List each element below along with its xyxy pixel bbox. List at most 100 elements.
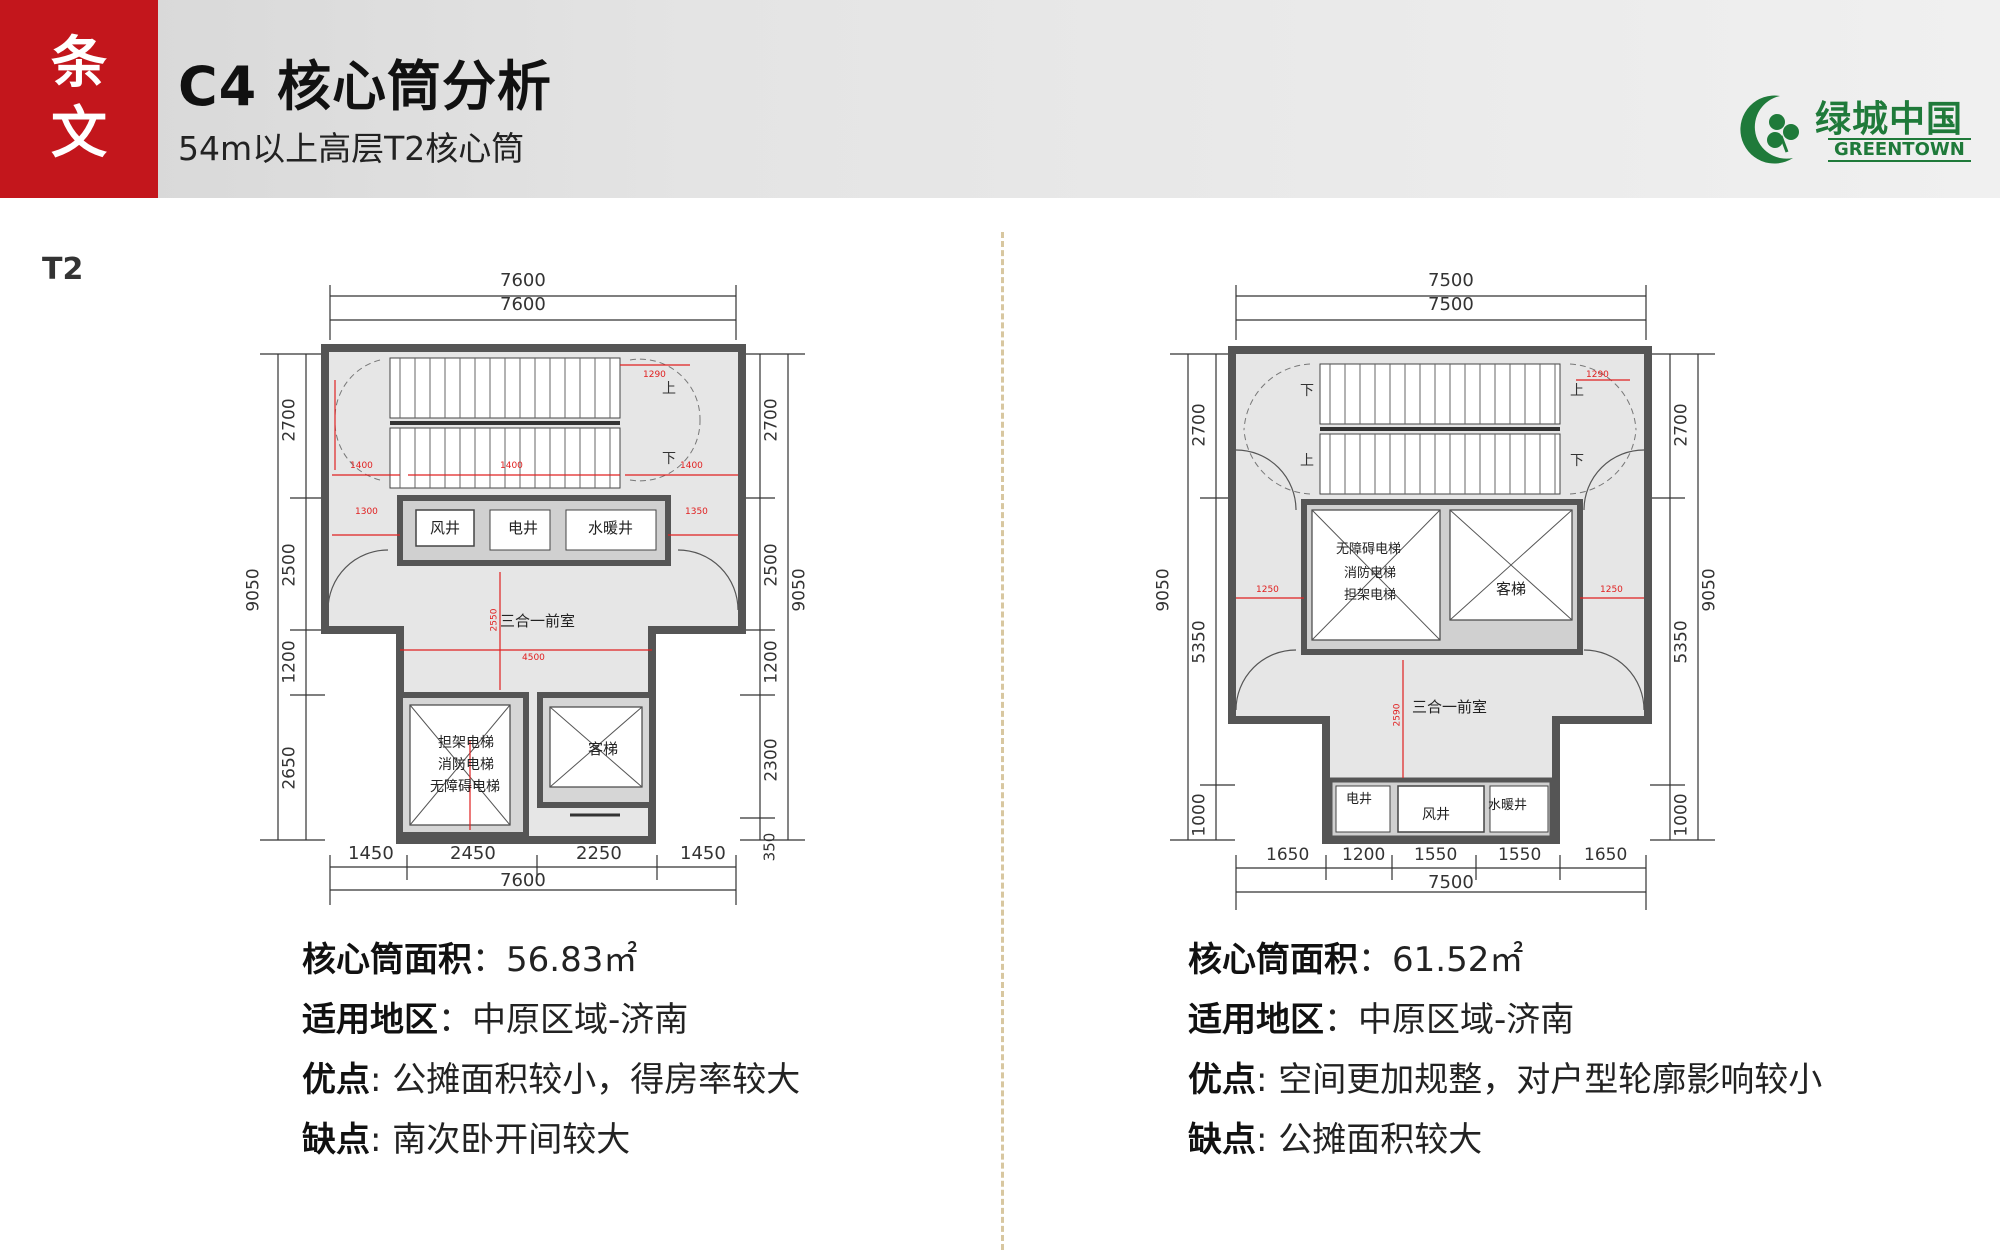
right-con-label: 缺点 (1188, 1120, 1256, 1160)
right-red-dim-2: 1250 (1256, 585, 1279, 595)
right-bottom-dim-1: 1650 (1266, 845, 1310, 865)
left-stair-up: 上 (662, 381, 676, 397)
left-left-dim-1: 2700 (279, 398, 300, 442)
right-right-dim-3: 1000 (1671, 793, 1692, 837)
left-right-dim-5: 350 (760, 832, 779, 862)
left-left-total: 9050 (243, 568, 264, 612)
right-right-dim-2: 5350 (1671, 620, 1692, 664)
left-bottom-dim-1: 1450 (348, 843, 394, 864)
right-left-dim-2: 5350 (1189, 620, 1210, 664)
right-con-value: : 公摊面积较大 (1256, 1120, 1483, 1160)
left-right-dim-2: 2500 (761, 543, 782, 587)
right-pro-row: 优点: 空间更加规整，对户型轮廓影响较小 (1188, 1050, 1822, 1110)
right-right-dim-1: 2700 (1671, 403, 1692, 447)
left-left-dim-3: 1200 (279, 640, 300, 684)
left-top-dim-2: 7600 (500, 294, 546, 315)
logo-english-name: GREENTOWN (1828, 138, 1971, 162)
section-label: T2 (42, 252, 84, 287)
right-pro-label: 优点 (1188, 1060, 1256, 1100)
right-stair-down-2: 下 (1570, 453, 1584, 469)
section-tab: 条 文 (0, 0, 158, 198)
page-title: C4 核心筒分析 (178, 55, 553, 118)
logo-mark-icon (1740, 95, 1799, 164)
left-shaft-label: 风井 (430, 519, 461, 537)
left-bottom-dim-4: 1450 (680, 843, 726, 864)
right-info-block: 核心筒面积：61.52㎡ 适用地区：中原区域-济南 优点: 空间更加规整，对户型… (1188, 930, 1822, 1170)
page-subtitle: 54m以上高层T2核心筒 (178, 129, 525, 168)
left-right-dim-1: 2700 (761, 398, 782, 442)
left-info-block: 核心筒面积：56.83㎡ 适用地区：中原区域-济南 优点: 公摊面积较小，得房率… (302, 930, 800, 1170)
right-water-label: 水暖井 (1488, 798, 1528, 813)
right-stair-up-2: 上 (1300, 453, 1314, 469)
right-top-dim-1: 7500 (1428, 270, 1474, 291)
left-area-value: ：56.83㎡ (472, 940, 638, 980)
right-area-value: ：61.52㎡ (1358, 940, 1524, 980)
left-red-dim-4: 1400 (350, 461, 373, 471)
right-red-dim-4: 2590 (1392, 703, 1403, 727)
right-left-dim-3: 1000 (1189, 793, 1210, 837)
left-area-label: 核心筒面积 (302, 940, 472, 980)
left-pro-row: 优点: 公摊面积较小，得房率较大 (302, 1050, 800, 1110)
center-divider (1001, 232, 1004, 1250)
right-pro-value: : 空间更加规整，对户型轮廓影响较小 (1256, 1060, 1823, 1100)
left-top-dim-1: 7600 (500, 270, 546, 291)
right-bottom-dim-3: 1550 (1414, 845, 1458, 865)
right-region-row: 适用地区：中原区域-济南 (1188, 990, 1822, 1050)
right-passenger-label: 客梯 (1496, 580, 1527, 598)
left-right-dim-3: 1200 (761, 640, 782, 684)
left-red-dim-5: 1400 (500, 461, 523, 471)
right-con-row: 缺点: 公摊面积较大 (1188, 1110, 1822, 1170)
left-right-total: 9050 (789, 568, 810, 612)
left-region-row: 适用地区：中原区域-济南 (302, 990, 800, 1050)
right-elevator-line-2: 消防电梯 (1344, 566, 1397, 581)
left-elec-label: 电井 (508, 519, 539, 537)
left-bottom-dim-3: 2250 (576, 843, 622, 864)
right-lobby-label: 三合一前室 (1412, 698, 1488, 716)
left-red-dim-6: 1400 (680, 461, 703, 471)
right-red-dim-1: 1290 (1586, 370, 1609, 380)
left-elevator-line-2: 消防电梯 (438, 757, 494, 773)
left-right-dim-4: 2300 (761, 738, 782, 782)
right-left-total: 9050 (1153, 568, 1174, 612)
left-left-dim-2: 2500 (279, 543, 300, 587)
left-passenger-label: 客梯 (588, 740, 619, 758)
left-bottom-dim-2: 2450 (450, 843, 496, 864)
left-left-dim-4: 2650 (279, 746, 300, 790)
right-area-row: 核心筒面积：61.52㎡ (1188, 930, 1822, 990)
left-con-value: : 南次卧开间较大 (370, 1120, 631, 1160)
left-water-label: 水暖井 (588, 519, 634, 537)
left-red-dim-7: 2550 (489, 608, 500, 632)
right-region-label: 适用地区 (1188, 1000, 1324, 1040)
section-tab-char-1: 条 (51, 31, 107, 96)
left-floor-plan: 7600 7600 1450 2450 2250 1450 7600 9050 … (244, 270, 830, 920)
right-stair-up-1: 上 (1570, 383, 1584, 399)
left-con-row: 缺点: 南次卧开间较大 (302, 1110, 800, 1170)
left-red-dim-2: 1300 (355, 507, 378, 517)
left-red-dim-8: 4500 (522, 653, 545, 663)
greentown-logo: 绿城中国 GREENTOWN (1725, 88, 1971, 168)
right-top-dim-2: 7500 (1428, 294, 1474, 315)
left-area-row: 核心筒面积：56.83㎡ (302, 930, 800, 990)
left-region-value: ：中原区域-济南 (438, 1000, 689, 1040)
right-bottom-total: 7500 (1428, 872, 1474, 893)
left-bottom-total: 7600 (500, 870, 546, 891)
left-pro-value: : 公摊面积较小，得房率较大 (370, 1060, 801, 1100)
header-band (0, 0, 2000, 198)
right-elevator-line-3: 担架电梯 (1344, 588, 1397, 603)
left-region-label: 适用地区 (302, 1000, 438, 1040)
section-tab-char-2: 文 (51, 101, 107, 166)
left-red-dim-3: 1350 (685, 507, 708, 517)
left-pro-label: 优点 (302, 1060, 370, 1100)
right-right-total: 9050 (1699, 568, 1720, 612)
right-elec-label: 电井 (1346, 792, 1373, 807)
right-bottom-dim-2: 1200 (1342, 845, 1386, 865)
left-plan-drawing (260, 285, 805, 905)
left-lobby-label: 三合一前室 (500, 612, 576, 630)
right-stair-down-1: 下 (1300, 383, 1314, 399)
right-shaft-label: 风井 (1422, 807, 1450, 823)
left-elevator-line-3: 无障碍电梯 (430, 779, 500, 795)
right-floor-plan: 7500 7500 1650 1200 1550 1550 1650 7500 … (1154, 270, 1740, 920)
left-con-label: 缺点 (302, 1120, 370, 1160)
right-plan-drawing (1170, 285, 1715, 910)
right-region-value: ：中原区域-济南 (1324, 1000, 1575, 1040)
